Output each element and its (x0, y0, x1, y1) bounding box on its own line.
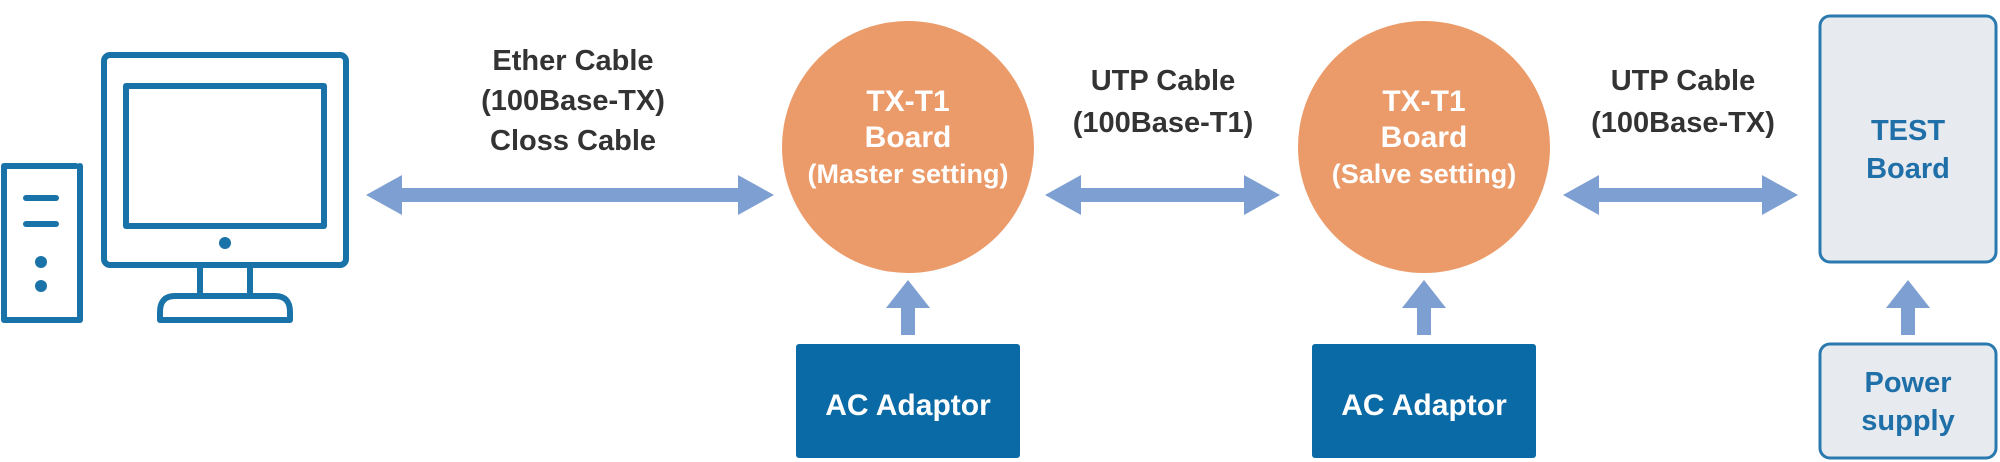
cable-label-line: Closs Cable (490, 125, 656, 157)
power-supply: Power supply (1818, 342, 1998, 460)
ac-adaptor-label: AC Adaptor (825, 389, 991, 422)
board-name: Board (1381, 121, 1468, 154)
cable-label-line: (100Base-TX) (1591, 107, 1775, 139)
cable-label-line: UTP Cable (1091, 65, 1236, 97)
cable-label-line: (100Base-T1) (1073, 107, 1254, 139)
pc-dots (35, 237, 231, 292)
power-supply-label: supply (1861, 405, 1954, 437)
monitor-frame (101, 52, 349, 268)
board-name: Board (865, 121, 952, 154)
arrow-slave-test (1563, 175, 1798, 215)
desktop-computer-icon (1, 52, 349, 323)
arrow-master-slave (1045, 175, 1280, 215)
board-name: TX-T1 (866, 85, 949, 118)
arrow-power-up (1886, 280, 1930, 335)
cable-label-line: Ether Cable (492, 45, 653, 77)
power-supply-box (1818, 342, 1998, 460)
cable-label-utp1: UTP Cable (100Base-T1) (1073, 65, 1254, 139)
board-circle (782, 21, 1034, 273)
ac-adaptor-left: AC Adaptor (796, 344, 1020, 458)
power-supply-label: Power (1864, 367, 1951, 399)
monitor-power-dot (219, 237, 231, 249)
arrow-pc-master (366, 175, 774, 215)
board-name: TX-T1 (1382, 85, 1465, 118)
test-board-box (1818, 14, 1998, 264)
ac-adaptor-label: AC Adaptor (1341, 389, 1507, 422)
monitor-base (157, 293, 293, 323)
board-setting: (Master setting) (807, 159, 1008, 189)
test-board-label: Board (1866, 153, 1950, 185)
arrow-ac-right-up (1402, 280, 1446, 335)
tower-dot (35, 256, 47, 268)
cable-label-utp2: UTP Cable (100Base-TX) (1591, 65, 1775, 139)
test-board: TEST Board (1818, 14, 1998, 264)
cable-label-ether: Ether Cable (100Base-TX) Closs Cable (481, 45, 665, 157)
cable-label-line: (100Base-TX) (481, 85, 665, 117)
board-setting: (Salve setting) (1332, 159, 1517, 189)
ac-adaptor-right: AC Adaptor (1312, 344, 1536, 458)
test-board-label: TEST (1871, 115, 1945, 147)
tower-dot (35, 280, 47, 292)
pc-tower (1, 163, 83, 323)
cable-label-line: UTP Cable (1611, 65, 1756, 97)
horizontal-arrows (366, 175, 1798, 215)
vertical-arrows (886, 280, 1930, 335)
arrow-ac-left-up (886, 280, 930, 335)
monitor-screen (123, 83, 327, 229)
board-slave: TX-T1 Board (Salve setting) (1298, 21, 1550, 273)
board-master: TX-T1 Board (Master setting) (782, 21, 1034, 273)
board-circle (1298, 21, 1550, 273)
ac-adaptor-box (796, 344, 1020, 458)
ac-adaptor-box (1312, 344, 1536, 458)
monitor-neck (197, 262, 253, 299)
